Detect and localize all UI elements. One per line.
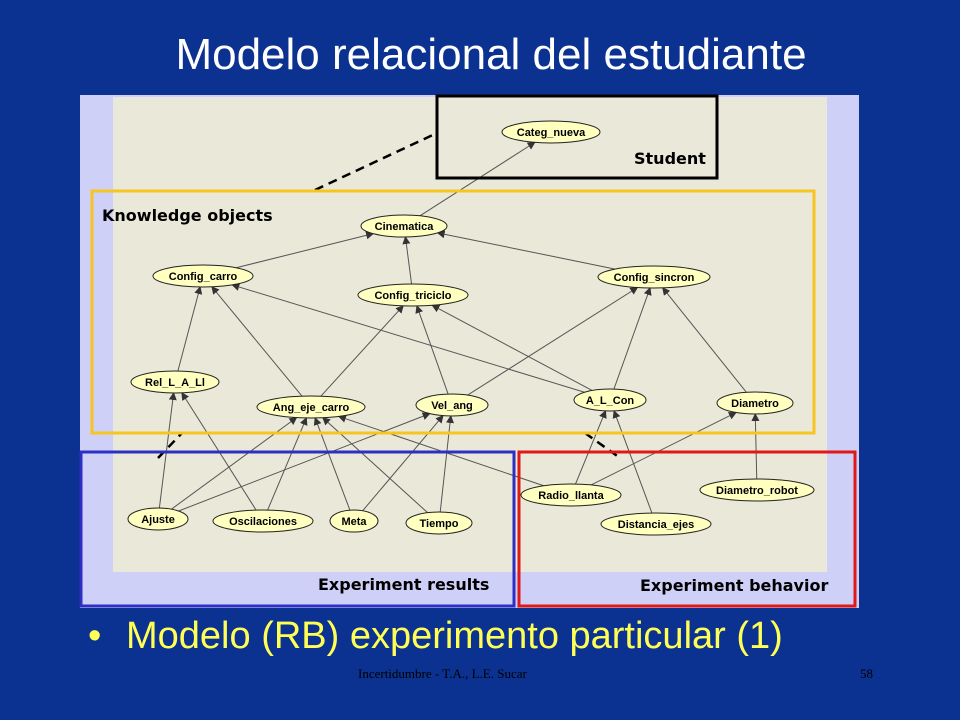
node-ellipse [256, 395, 366, 419]
edge-ang_eje_carro-to-config_carro [211, 286, 303, 397]
experiment-behavior-box [517, 450, 857, 608]
bullet-marker: • [88, 615, 102, 657]
node-label: Oscilaciones [229, 516, 297, 528]
node-ellipse [130, 370, 220, 394]
knowledge-objects-box [90, 189, 816, 435]
node-ellipse [152, 264, 254, 288]
edge-vel_ang-to-config_sincron [467, 286, 639, 396]
node-config_carro: Config_carro [152, 264, 254, 288]
node-ajuste: Ajuste [127, 507, 189, 531]
edge-layer [158, 141, 760, 514]
footer-text: Incertidumbre - T.A., L.E. Sucar [358, 666, 527, 681]
node-ang_eje_carro: Ang_eje_carro [256, 395, 366, 419]
edge-config_sincron-to-cinematica [436, 230, 616, 270]
edge-radio_llanta-to-a_l_con [575, 409, 607, 485]
edge-config_carro-to-cinematica [236, 231, 375, 269]
node-label: Tiempo [420, 518, 459, 530]
page-number: 58 [860, 666, 873, 681]
edge-config_triciclo-to-cinematica [402, 236, 413, 285]
node-label: Config_carro [169, 271, 238, 283]
node-label: Diametro_robot [716, 485, 798, 497]
node-label: Meta [341, 516, 367, 528]
slide-title: Modelo relacional del estudiante [175, 30, 807, 79]
edge-rel_l_a_ll-to-config_carro [177, 286, 203, 372]
edge-ang_eje_carro-to-config_triciclo [320, 305, 404, 397]
edge-tiempo-to-vel_ang [439, 414, 454, 513]
node-config_triciclo: Config_triciclo [357, 283, 469, 307]
node-label: Categ_nueva [517, 127, 586, 139]
node-config_sincron: Config_sincron [597, 265, 711, 289]
node-ellipse [329, 509, 379, 533]
node-ellipse [716, 391, 794, 415]
edge-radio_llanta-to-diametro [590, 412, 737, 486]
node-ellipse [415, 393, 489, 417]
node-diametro: Diametro [716, 391, 794, 415]
node-ellipse [360, 214, 448, 238]
node-oscilaciones: Oscilaciones [212, 509, 314, 533]
node-label: Distancia_ejes [618, 519, 694, 531]
node-label: Config_sincron [614, 272, 695, 284]
node-label: Diametro [731, 398, 779, 410]
edge-a_l_con-to-config_sincron [613, 287, 652, 390]
node-label: Ajuste [141, 514, 175, 526]
edge-vel_ang-to-config_triciclo [415, 305, 449, 395]
node-label: Vel_ang [431, 400, 473, 412]
edge-diametro-to-config_sincron [662, 287, 747, 393]
node-ellipse [597, 265, 711, 289]
edge-ajuste-to-ang_eje_carro [171, 417, 298, 510]
node-a_l_con: A_L_Con [573, 388, 647, 412]
node-label: Ang_eje_carro [273, 402, 350, 414]
student-box [435, 94, 719, 180]
experiment-results-label: Experiment results [318, 575, 489, 594]
node-categ_nueva: Categ_nueva [501, 120, 601, 144]
node-ellipse [699, 478, 815, 502]
behavior-connector-line [584, 431, 621, 460]
node-distancia_ejes: Distancia_ejes [600, 512, 712, 536]
node-ellipse [520, 483, 622, 507]
experiment-results-box [79, 450, 516, 608]
node-radio_llanta: Radio_llanta [520, 483, 622, 507]
bullet-line: • Modelo (RB) experimento particular (1) [88, 615, 908, 658]
node-ellipse [501, 120, 601, 144]
edge-a_l_con-to-config_triciclo [431, 304, 593, 391]
edge-meta-to-vel_ang [362, 414, 444, 512]
bullet-text: Modelo (RB) experimento particular (1) [126, 615, 783, 657]
edge-distancia_ejes-to-a_l_con [612, 409, 653, 514]
node-ellipse [405, 511, 473, 535]
node-ellipse [212, 509, 314, 533]
node-tiempo: Tiempo [405, 511, 473, 535]
edge-a_l_con-to-config_carro [231, 283, 585, 393]
node-ellipse [600, 512, 712, 536]
results-connector-line [157, 432, 183, 459]
node-label: Cinematica [375, 221, 435, 233]
node-vel_ang: Vel_ang [415, 393, 489, 417]
node-ellipse [357, 283, 469, 307]
node-diametro_robot: Diametro_robot [699, 478, 815, 502]
node-ellipse [573, 388, 647, 412]
knowledge-objects-label: Knowledge objects [102, 206, 273, 225]
node-meta: Meta [329, 509, 379, 533]
node-layer: Categ_nuevaCinematicaConfig_carroConfig_… [127, 120, 815, 536]
student-connector-line [314, 131, 438, 192]
edge-diametro_robot-to-diametro [751, 413, 760, 480]
node-rel_l_a_ll: Rel_L_A_Ll [130, 370, 220, 394]
node-label: A_L_Con [586, 395, 635, 407]
node-ellipse [127, 507, 189, 531]
node-label: Rel_L_A_Ll [145, 377, 205, 389]
node-cinematica: Cinematica [360, 214, 448, 238]
student-label: Student [634, 149, 706, 168]
node-label: Config_triciclo [374, 290, 451, 302]
node-label: Radio_llanta [538, 490, 604, 502]
edge-ajuste-to-vel_ang [178, 412, 431, 512]
experiment-behavior-label: Experiment behavior [640, 576, 828, 595]
